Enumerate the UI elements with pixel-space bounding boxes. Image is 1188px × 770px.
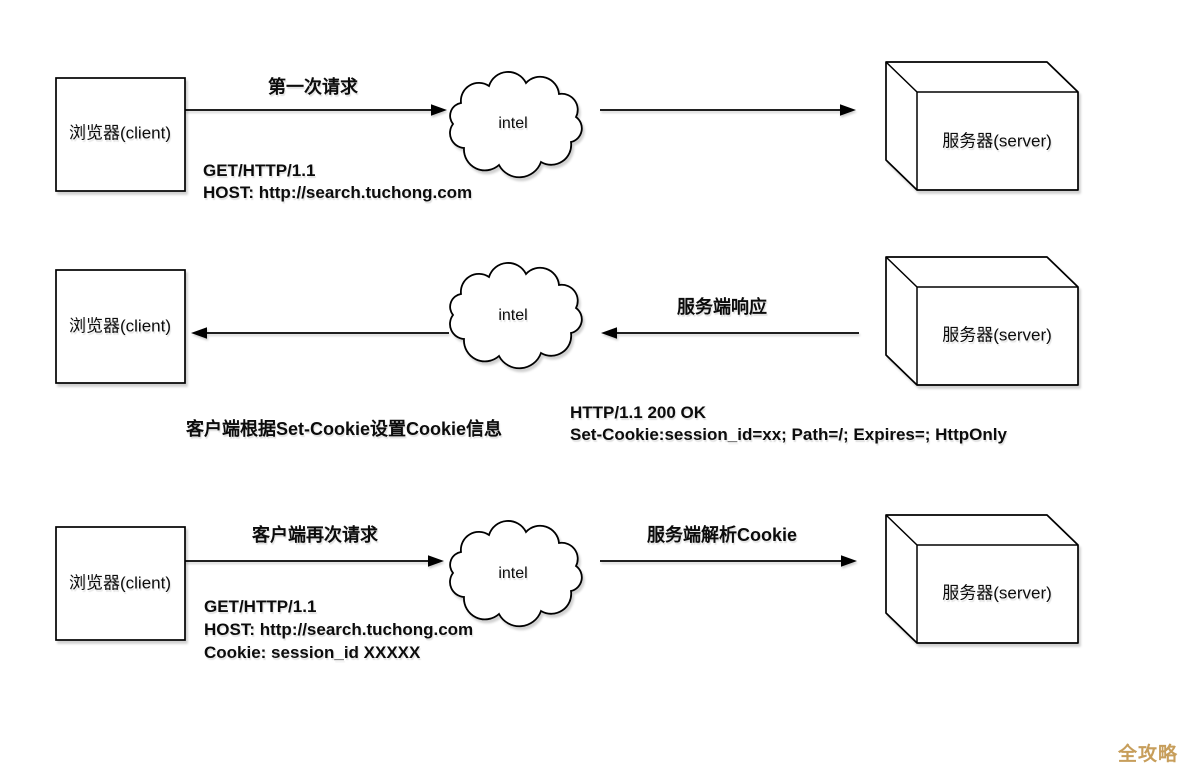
cloud-label-row2: intel: [498, 307, 528, 325]
response-line1: HTTP/1.1 200 OK: [570, 403, 707, 422]
server-node-row2: [885, 256, 1079, 386]
browser-label-row3: 浏览器(client): [68, 573, 172, 593]
browser-label-row2: 浏览器(client): [68, 316, 172, 336]
browser-node-row3: [55, 526, 186, 641]
arrow-cloud-to-server-row1: [600, 104, 856, 116]
server-response-label: 服务端响应: [677, 297, 767, 318]
arrow-server-response: [601, 327, 859, 339]
cloud-label-row1: intel: [498, 115, 528, 133]
request2-line2: HOST: http://search.tuchong.com: [204, 620, 474, 639]
client-set-cookie-note: 客户端根据Set-Cookie设置Cookie信息: [186, 419, 503, 439]
server-node-row1: [885, 61, 1079, 191]
server-label-row1: 服务器(server): [942, 131, 1052, 151]
arrow-server-parse-cookie: [600, 555, 857, 567]
server-node-row3: [885, 514, 1079, 644]
browser-node-row2: [55, 269, 186, 384]
request2-line1: GET/HTTP/1.1: [204, 597, 317, 616]
request1-line2: HOST: http://search.tuchong.com: [203, 183, 473, 202]
first-request-label: 第一次请求: [268, 77, 358, 98]
watermark-text: 全攻略: [1118, 744, 1179, 765]
arrow-second-request: [185, 555, 444, 567]
browser-node-row1: [55, 77, 186, 192]
browser-label-row1: 浏览器(client): [68, 123, 172, 143]
arrow-first-request: [185, 104, 447, 116]
request2-line3: Cookie: session_id XXXXX: [204, 643, 421, 662]
cloud-label-row3: intel: [498, 565, 528, 583]
request1-line1: GET/HTTP/1.1: [203, 161, 316, 180]
second-request-label: 客户端再次请求: [252, 525, 378, 546]
server-label-row3: 服务器(server): [942, 583, 1052, 603]
server-label-row2: 服务器(server): [942, 325, 1052, 345]
arrow-cloud-to-browser-row2: [191, 327, 449, 339]
response-line2: Set-Cookie:session_id=xx; Path=/; Expire…: [570, 425, 1007, 444]
server-parse-cookie-label: 服务端解析Cookie: [646, 525, 798, 546]
